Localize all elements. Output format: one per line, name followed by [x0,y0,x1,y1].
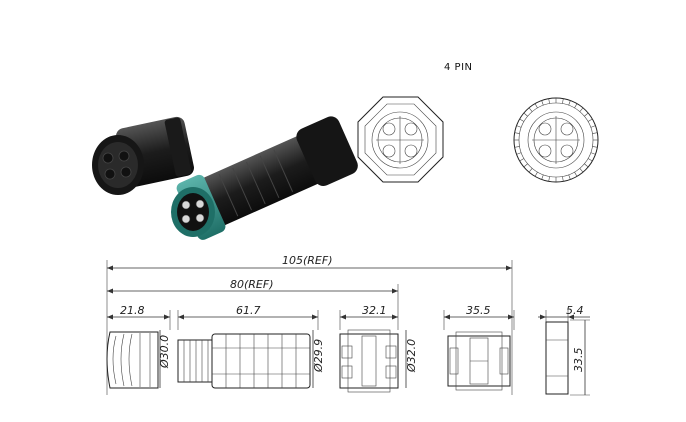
dim-cap: 21.8 [120,304,145,317]
dim-socket: 32.1 [362,304,387,317]
knurl-tick [574,171,578,177]
dim-plug: 61.7 [236,304,261,317]
socket-photo [92,116,194,195]
socket-face-view [357,96,444,183]
dim-body: 80(REF) [230,278,274,291]
knurl-tick [562,98,564,104]
knurl-tick [523,163,528,168]
knurl-tick [562,176,564,182]
knurl-tick [579,107,584,112]
dim-d-plug: Ø29.9 [312,339,325,373]
dim-d-cap: Ø30.0 [158,335,171,369]
knurl-tick [528,168,533,173]
knurl-tick [574,103,578,109]
knurl-tick [519,118,525,122]
knurl-tick [516,125,522,128]
dim-panel: 35.5 [466,304,491,317]
knurl-tick [590,125,596,128]
knurl-tick [534,103,538,109]
knurl-tick [514,146,520,148]
knurl-tick [541,174,544,180]
dim-side: 5.4 [566,304,584,317]
knurl-tick [592,132,598,134]
pin-count-label: 4 PIN [444,62,473,73]
knurl-tick [541,100,544,106]
knurl-tick [584,112,589,117]
knurl-tick [548,98,550,104]
nut-side-view [545,321,569,395]
knurl-tick [523,112,528,117]
knurl-tick [584,163,589,168]
panel-side-view [447,331,511,391]
dim-d-socket: Ø32.0 [405,339,418,373]
knurl-tick [592,146,598,148]
knurl-tick [587,118,593,122]
knurl-tick [587,158,593,162]
knurl-tick [528,107,533,112]
knurl-tick [516,152,522,155]
plug-photo [171,116,358,240]
knurl-tick [534,171,538,177]
knurl-tick [519,158,525,162]
socket-side-view [339,329,399,393]
dim-overall: 105(REF) [282,254,333,267]
plug-face-view [513,97,599,183]
plug-side-view [106,331,311,389]
knurl-tick [548,176,550,182]
knurl-tick [514,132,520,134]
knurl-tick [568,100,571,106]
dim-d-panel: 33.5 [572,348,585,373]
knurl-tick [590,152,596,155]
knurl-tick [568,174,571,180]
knurl-tick [579,168,584,173]
